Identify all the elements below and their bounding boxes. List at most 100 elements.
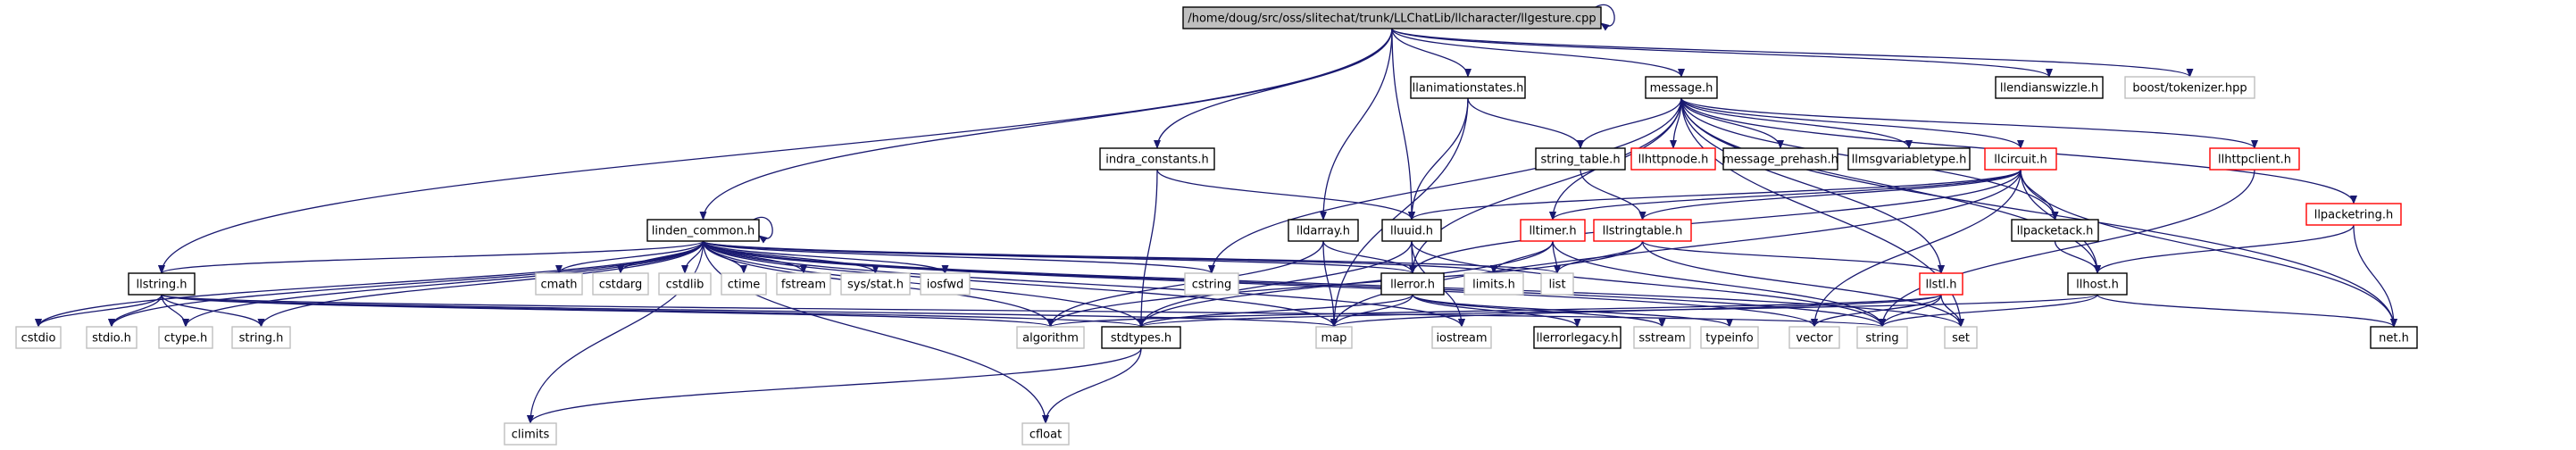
node-box	[15, 326, 62, 349]
node-label: llhost.h	[2076, 279, 2119, 292]
node-box	[1593, 219, 1692, 242]
edge-llstring-to-algorithm	[161, 294, 1054, 328]
node-llhttpnode[interactable]: llhttpnode.h	[1630, 147, 1716, 171]
node-cstring: cstring	[1184, 272, 1239, 296]
edge-linden_common-to-string_h	[257, 240, 704, 328]
node-label: linden_common.h	[652, 225, 754, 238]
node-box	[1995, 76, 2104, 99]
node-label: ctime	[728, 279, 761, 292]
node-set: set	[1944, 326, 1978, 349]
node-stdtypes[interactable]: stdtypes.h	[1101, 326, 1181, 349]
node-label: lldarray.h	[1296, 225, 1350, 238]
node-typeinfo: typeinfo	[1700, 326, 1759, 349]
node-label: typeinfo	[1705, 332, 1753, 346]
node-label: lltimer.h	[1529, 225, 1576, 238]
node-linden_common[interactable]: linden_common.h	[646, 219, 760, 242]
edge-linden_common-to-cfloat	[702, 240, 1049, 424]
node-box	[2011, 219, 2099, 242]
node-cfloat: cfloat	[1021, 422, 1070, 446]
node-label: algorithm	[1022, 332, 1079, 346]
node-llstringtable[interactable]: llstringtable.h	[1593, 219, 1692, 242]
edge-linden_common-to-cmath	[555, 240, 704, 274]
edge-root-to-lldarray	[1320, 28, 1393, 221]
edge-stdtypes-to-climits	[527, 347, 1142, 424]
edge-llstringtable-to-llstl	[1641, 240, 1945, 274]
node-label: /home/doug/src/oss/slitechat/trunk/LLCha…	[1188, 12, 1596, 26]
edge-lldarray-to-map	[1322, 240, 1338, 328]
edge-llanimationstates-to-string_table	[1467, 97, 1584, 149]
node-iosfwd: iosfwd	[920, 272, 971, 296]
edge-linden_common-to-llstring	[158, 240, 704, 274]
node-label: string	[1865, 332, 1898, 346]
node-box	[1535, 147, 1626, 171]
node-llstring[interactable]: llstring.h	[128, 272, 196, 296]
node-box	[1288, 219, 1359, 242]
edge-lltimer-to-string	[1552, 240, 1886, 328]
node-label: iostream	[1436, 332, 1487, 346]
node-string_h: string.h	[231, 326, 291, 349]
node-stdio_h: stdio.h	[86, 326, 138, 349]
node-lltimer[interactable]: lltimer.h	[1520, 219, 1586, 242]
node-llcircuit[interactable]: llcircuit.h	[1984, 147, 2057, 171]
node-label: stdio.h	[92, 332, 131, 346]
node-llendianswizzle[interactable]: llendianswizzle.h	[1995, 76, 2104, 99]
node-label: llcircuit.h	[1994, 154, 2047, 167]
node-llhost[interactable]: llhost.h	[2067, 272, 2128, 296]
node-string_table[interactable]: string_table.h	[1535, 147, 1626, 171]
node-box	[231, 326, 291, 349]
node-box	[1101, 326, 1181, 349]
edge-llcircuit-to-map	[1330, 169, 2022, 328]
edge-linden_common-to-llerror	[702, 240, 1416, 274]
node-lluuid[interactable]: lluuid.h	[1381, 219, 1442, 242]
node-indra_constants[interactable]: indra_constants.h	[1099, 147, 1215, 171]
node-box	[1919, 272, 1963, 296]
node-message[interactable]: message.h	[1645, 76, 1718, 99]
node-box	[1847, 147, 1971, 171]
node-box	[776, 272, 831, 296]
node-map: map	[1315, 326, 1353, 349]
node-llerror[interactable]: llerror.h	[1380, 272, 1445, 296]
node-net_h[interactable]: net.h	[2370, 326, 2418, 349]
edge-llstl-to-vector	[1811, 294, 1942, 328]
node-label: fstream	[781, 279, 826, 292]
node-llpacketring[interactable]: llpacketring.h	[2305, 203, 2402, 226]
node-label: ctype.h	[164, 332, 208, 346]
node-ctime: ctime	[721, 272, 767, 296]
node-box	[1788, 326, 1840, 349]
node-llhttpclient[interactable]: llhttpclient.h	[2209, 147, 2300, 171]
edge-linden_common-to-string	[702, 240, 1886, 328]
edge-string_table-to-llstringtable	[1580, 169, 1646, 221]
edge-llcircuit-to-llstringtable	[1638, 169, 2022, 221]
node-lldarray[interactable]: lldarray.h	[1288, 219, 1359, 242]
node-box	[1630, 147, 1716, 171]
edge-llcircuit-to-lluuid	[1408, 169, 2022, 221]
node-label: sstream	[1638, 332, 1685, 346]
node-label: llstring.h	[137, 279, 188, 292]
node-label: climits	[512, 429, 550, 442]
node-label: set	[1952, 332, 1970, 346]
edge-message-to-llstl	[1680, 97, 1945, 274]
node-box	[1380, 272, 1445, 296]
node-llmsgvariabletype[interactable]: llmsgvariabletype.h	[1847, 147, 1971, 171]
edge-llcircuit-to-lltimer	[1549, 169, 2022, 221]
node-label: cfloat	[1030, 429, 1062, 442]
node-box	[1533, 326, 1621, 349]
edge-llstring-to-stdtypes	[161, 294, 1145, 328]
edge-stdtypes-to-cfloat	[1042, 347, 1142, 424]
edge-llcircuit-to-llerror	[1409, 169, 2022, 274]
node-box	[2209, 147, 2300, 171]
node-vector: vector	[1788, 326, 1840, 349]
edge-llpacketack-to-llhost	[2054, 240, 2101, 274]
node-llpacketack[interactable]: llpacketack.h	[2011, 219, 2099, 242]
node-root[interactable]: /home/doug/src/oss/slitechat/trunk/LLCha…	[1182, 6, 1602, 29]
node-llstl[interactable]: llstl.h	[1919, 272, 1963, 296]
edge-root-to-llstring	[158, 28, 1393, 274]
node-box	[1182, 6, 1602, 29]
node-llanimationstates[interactable]: llanimationstates.h	[1410, 76, 1526, 99]
node-label: llerror.h	[1390, 279, 1435, 292]
node-message_prehash[interactable]: message_prehash.h	[1722, 147, 1838, 171]
node-llerrorlegacy[interactable]: llerrorlegacy.h	[1533, 326, 1621, 349]
node-box	[158, 326, 213, 349]
edge-llstl-to-algorithm	[1047, 294, 1942, 328]
edge-llanimationstates-to-lluuid	[1408, 97, 1469, 221]
